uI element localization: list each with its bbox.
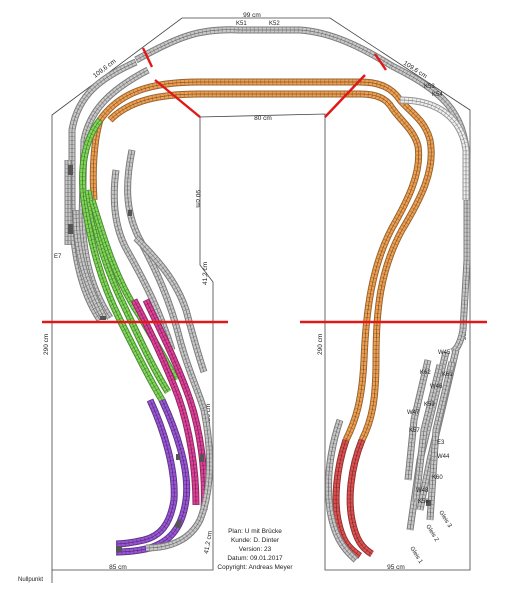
track-green-2-layer [87,189,169,393]
bumper-7 [116,546,122,552]
yard-4-layer [429,361,453,521]
track-left-gray-a [124,149,208,412]
label-w45: W45 [438,350,451,356]
plan-version: Version: 23 [239,546,272,553]
yard-3-layer [415,364,441,501]
bumper-2 [68,224,73,234]
track-green-1 [79,117,166,402]
track-bridge-inner-layer [109,93,419,441]
track-right-light [399,96,470,200]
track-right-gray-lower [325,418,359,563]
label-gleis2: Gleis 2 [424,524,439,544]
section-lines [42,47,487,324]
bridge-line-left [154,79,201,118]
bumper-6 [176,454,180,460]
label-k57: K57 [409,428,420,434]
bumper-3 [100,316,106,320]
track-purple-inner [115,398,178,548]
track-left-gray-b-layer [113,169,173,351]
track-top-outer-layer [135,29,393,67]
board-outline [51,17,471,583]
label-k51: K51 [236,21,247,27]
section-line-top-right [374,53,387,71]
dim-bottom-right: 95 cm [387,564,405,571]
track-left-gray-c [133,235,208,374]
yard-5 [404,359,432,481]
track-red-inner-layer [335,439,361,557]
label-w47: W47 [407,410,420,416]
track-magenta-1 [142,298,208,511]
dim-inner-bottom-diag: 41,2 cm [203,530,214,554]
label-w48: W48 [416,488,429,494]
dim-inner-diagonal: 41,2 cm [202,262,209,285]
track-bridge-inner [107,90,423,442]
label-e7: E7 [54,254,62,260]
track-top-outer [134,26,394,69]
track-purple-inner-layer [115,398,177,547]
track-bridge-outer [97,78,435,442]
dim-inner-right: 290 cm [317,334,324,355]
dim-inner-left-vertical: 90 cm [194,190,201,208]
label-k62: K62 [420,370,431,376]
track-red-outer-layer [349,439,373,555]
bumper-1 [68,165,73,175]
track-magenta-2-layer [133,299,197,506]
label-k61: K61 [442,372,453,378]
track-left-gray-c-layer [135,237,205,373]
plan-info: Plan: U mit Brücke Kunde: D. Dinter Vers… [217,528,293,571]
bumper-8 [426,500,431,506]
track-left-gray-a-layer [127,149,205,411]
track-gray-lower-loop [145,409,214,552]
bumper-9 [128,210,132,216]
track-left-gray-b [110,169,176,352]
track-left-outer [68,58,138,322]
bumper-5 [200,454,204,462]
track-right-light-layer [399,99,467,200]
plan-kunde: Kunde: D. Dinter [231,537,280,544]
track-green-2 [84,189,171,394]
plan-datum: Datum: 09.01.2017 [227,555,283,562]
label-k59: K59 [424,402,435,408]
dim-inner-top: 80 cm [254,115,272,122]
yard-5-layer [407,359,429,481]
track-top-outer-layer [134,26,394,69]
label-k60: K60 [432,475,443,481]
label-gleis1: Gleis 1 [408,546,423,566]
track-magenta-2 [130,298,200,506]
label-e3: E3 [437,440,445,446]
track-left-outer-layer [71,61,137,321]
plan-title: Plan: U mit Brücke [228,528,282,535]
label-k54: K54 [432,92,443,98]
track-magenta-1-layer [145,299,205,511]
track-green-1-layer [82,119,163,401]
label-w46: W46 [430,384,443,390]
label-k58: K58 [418,499,429,505]
track-red-outer [346,438,374,558]
label-gleis3: Gleis 3 [437,510,452,530]
track-left-stub-2 [72,209,108,320]
track-purple-inner-layer [115,399,175,545]
track-red-outer-layer [346,438,374,558]
dim-outer-left: 290 cm [43,334,50,355]
yard-4 [426,361,456,521]
origin-label: Nullpunkt [18,577,43,583]
label-k53: K53 [424,84,435,90]
bumper-4 [174,519,183,529]
dim-inner-lower: 120 cm [205,404,212,425]
yard-3 [412,364,444,501]
track-bridge-outer-layer [99,81,432,441]
bridge-line-right [324,74,366,118]
tracks [64,26,471,563]
label-w44: W44 [437,454,450,460]
dim-top: 99 cm [243,12,261,19]
track-right-gray-lower-layer [328,419,357,561]
track-gray-lower-loop-layer [145,409,210,549]
dim-bottom-left: 85 cm [109,564,127,571]
track-red-inner [332,438,363,559]
label-k52: K52 [269,21,280,27]
section-line-top-left [141,47,154,68]
track-left-stub-2-layer [75,209,105,319]
plan-copyright: Copyright: Andreas Meyer [217,564,293,571]
